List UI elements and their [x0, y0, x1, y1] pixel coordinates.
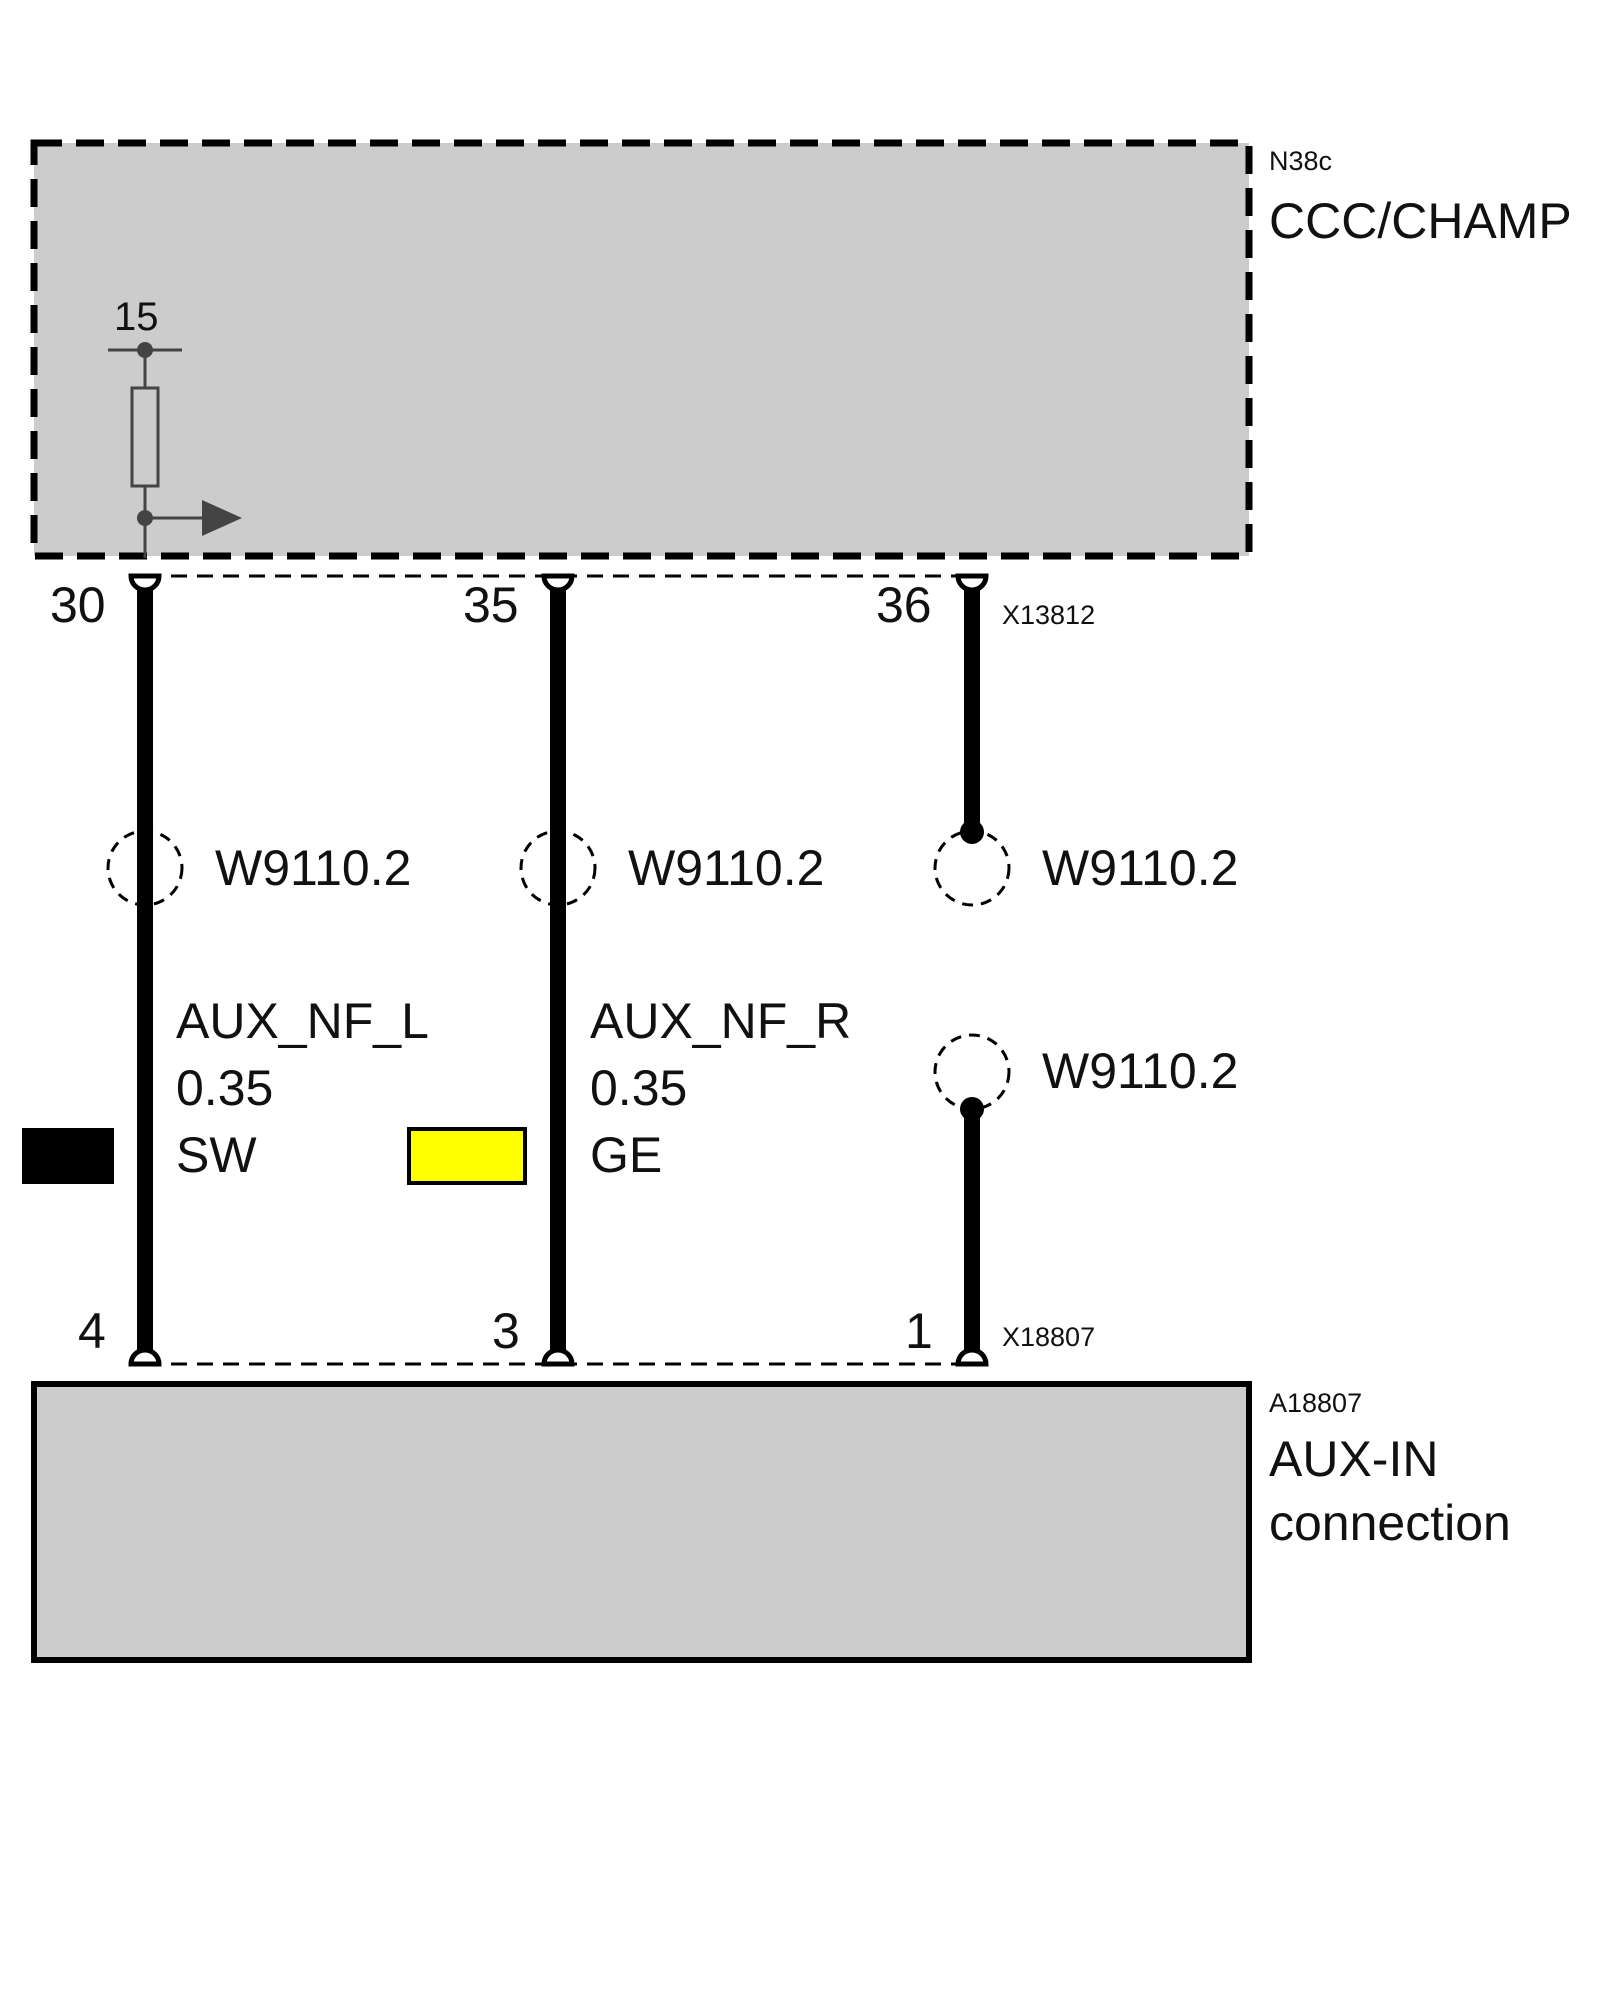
bottom-pin-label: 4: [78, 1303, 106, 1359]
shield-terminal-dot-bottom: [960, 1097, 984, 1121]
upper-component-name: CCC/CHAMP: [1269, 193, 1572, 249]
lower-component: A18807 AUX-IN connection: [31, 1381, 1511, 1663]
wire-aux-nf-r[interactable]: 35 3 W9110.2 AUX_NF_R 0.35 GE: [407, 573, 851, 1367]
lower-component-name-line1: AUX-IN: [1269, 1431, 1438, 1487]
shield-icon-top: [933, 829, 1011, 907]
pin-top-35: [541, 573, 575, 593]
internal-resistor-circuit: 15: [108, 295, 242, 558]
shield-label-bottom: W9110.2: [1042, 1043, 1238, 1099]
upper-component-id: N38c: [1269, 146, 1332, 176]
internal-terminal-label: 15: [114, 295, 159, 339]
signal-name: AUX_NF_L: [176, 993, 429, 1049]
color-code: GE: [590, 1127, 662, 1183]
shield-label-top: W9110.2: [1042, 840, 1238, 896]
pin-top-36: [955, 573, 989, 593]
color-code: SW: [176, 1127, 257, 1183]
shield-label: W9110.2: [215, 840, 411, 896]
color-swatch-yellow: [407, 1127, 527, 1185]
bottom-pin-label: 1: [905, 1303, 933, 1359]
color-swatch-black: [22, 1128, 114, 1184]
lower-connector-label: X18807: [1002, 1322, 1095, 1352]
shield-label: W9110.2: [628, 840, 824, 896]
cross-section: 0.35: [176, 1060, 273, 1116]
signal-name: AUX_NF_R: [590, 993, 851, 1049]
pin-bottom-1: [955, 1347, 989, 1367]
lower-connector: X18807: [145, 1322, 1095, 1366]
pin-bottom-3: [541, 1347, 575, 1367]
top-pin-label: 30: [50, 577, 106, 633]
top-pin-label: 35: [463, 577, 519, 633]
top-pin-label: 36: [876, 577, 932, 633]
cross-section: 0.35: [590, 1060, 687, 1116]
bottom-pin-label: 3: [492, 1303, 520, 1359]
wire-aux-nf-l[interactable]: 30 4 W9110.2 AUX_NF_L 0.35 SW: [22, 573, 429, 1367]
lower-component-name-line2: connection: [1269, 1495, 1511, 1551]
upper-connector: X13812: [145, 574, 1095, 630]
pin-top-30: [128, 573, 162, 593]
upper-component: N38c CCC/CHAMP 15: [30, 139, 1572, 560]
upper-component-box[interactable]: [30, 139, 1253, 560]
shield-icon: [519, 829, 597, 907]
wire-shield[interactable]: 36 1 W9110.2 W9110.2: [876, 573, 1238, 1367]
lower-component-box[interactable]: [31, 1381, 1252, 1663]
shield-icon: [106, 829, 184, 907]
lower-component-id: A18807: [1269, 1388, 1362, 1418]
upper-connector-label: X13812: [1002, 600, 1095, 630]
pin-bottom-4: [128, 1347, 162, 1367]
arrow-right-icon: [202, 500, 242, 536]
